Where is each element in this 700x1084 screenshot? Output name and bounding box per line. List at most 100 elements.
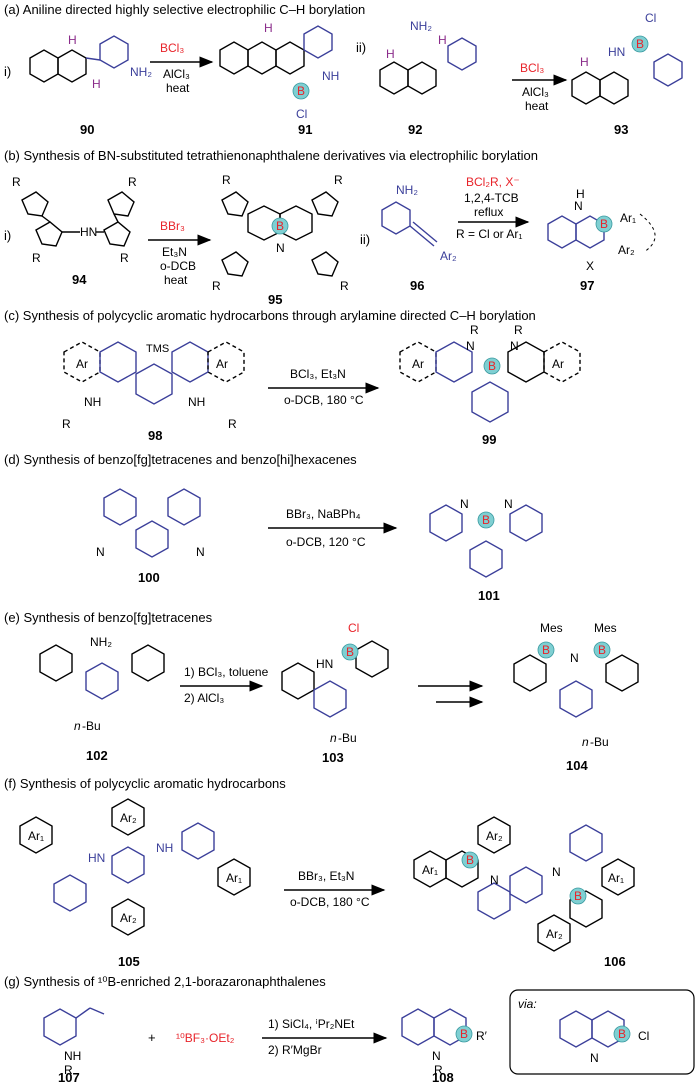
svg-text:B: B (466, 853, 474, 867)
svg-text:R: R (514, 323, 523, 337)
compound-107-label: 107 (58, 1070, 80, 1084)
section-c: (c) Synthesis of polycyclic aromatic hyd… (4, 308, 581, 447)
svg-text:Ar: Ar (216, 357, 228, 371)
section-b: (b) Synthesis of BN-substituted tetrathi… (4, 148, 656, 307)
svg-text:H: H (580, 55, 589, 69)
svg-text:NH: NH (188, 395, 205, 409)
svg-text:N: N (570, 651, 579, 665)
svg-text:B: B (542, 643, 550, 657)
compound-106-structure (413, 816, 635, 952)
compound-108-structure (401, 1008, 467, 1046)
svg-text:R: R (434, 1063, 443, 1077)
svg-text:N: N (504, 497, 513, 511)
compound-95-label: 95 (268, 292, 282, 307)
compound-100-structure (103, 488, 201, 558)
b2-cond2: reflux (474, 205, 503, 219)
b1-cond2: o-DCB (160, 259, 196, 273)
section-d: (d) Synthesis of benzo[fg]tetracenes and… (4, 452, 543, 603)
svg-text:Ar₂: Ar₂ (120, 811, 137, 825)
compound-103-structure (281, 640, 389, 718)
svg-text:HN: HN (80, 225, 97, 239)
compound-105-label: 105 (118, 954, 140, 969)
svg-text:B: B (482, 513, 490, 527)
c-reagent: BCl₃, Et₃N (290, 367, 346, 381)
svg-text:N: N (552, 865, 561, 879)
svg-text:R: R (62, 417, 71, 431)
g-plus: + (148, 1030, 156, 1045)
svg-text:NH: NH (64, 1049, 81, 1063)
g-step2: 2) R′MgBr (268, 1043, 322, 1057)
boron-highlight-106b (569, 887, 587, 905)
section-a-title: (a) Aniline directed highly selective el… (4, 2, 365, 17)
compound-96-structure (381, 201, 438, 247)
section-b-title: (b) Synthesis of BN-substituted tetrathi… (4, 148, 538, 163)
svg-text:N: N (574, 199, 583, 213)
svg-text:n: n (74, 719, 81, 733)
svg-text:n: n (330, 731, 337, 745)
svg-text:R: R (64, 1063, 73, 1077)
b-ii-label: ii) (360, 232, 370, 247)
compound-101-label: 101 (478, 588, 500, 603)
b1-cond3: heat (164, 273, 188, 287)
compound-99-label: 99 (482, 432, 496, 447)
a-i-label: i) (4, 64, 11, 79)
svg-text:N: N (460, 497, 469, 511)
compound-92-label: 92 (408, 122, 422, 137)
compound-93-structure (571, 71, 629, 105)
via-intermediate-structure (559, 1010, 625, 1048)
svg-text:B: B (574, 889, 582, 903)
svg-text:H: H (386, 47, 395, 61)
svg-text:Ar₂: Ar₂ (486, 829, 503, 843)
svg-text:Ar: Ar (552, 357, 564, 371)
svg-text:Ar₂: Ar₂ (120, 911, 137, 925)
compound-90-label: 90 (80, 122, 94, 137)
svg-text:NH: NH (322, 69, 339, 83)
compound-100-label: 100 (138, 570, 160, 585)
compound-103-label: 103 (322, 750, 344, 765)
svg-text:n: n (582, 735, 589, 749)
compound-93-ring (653, 53, 683, 87)
section-e-title: (e) Synthesis of benzo[fg]tetracenes (4, 610, 213, 625)
compound-94-structure (21, 191, 135, 247)
section-g-title: (g) Synthesis of ¹⁰B-enriched 2,1-boraza… (4, 974, 326, 989)
compound-90-aniline-ring (85, 35, 129, 69)
compound-101-structure (429, 504, 543, 578)
g-boron-reagent: ¹⁰BF₃·OEt₂ (176, 1031, 235, 1045)
svg-text:N: N (196, 545, 205, 559)
b1-reagent: BBr₃ (160, 219, 185, 233)
svg-text:B: B (600, 217, 608, 231)
a2-cond2: heat (525, 99, 549, 113)
boron-highlight-104a (537, 641, 555, 659)
svg-text:Ar: Ar (412, 357, 424, 371)
svg-text:R: R (212, 279, 221, 293)
svg-text:NH: NH (84, 395, 101, 409)
svg-text:N: N (510, 339, 519, 353)
svg-text:Mes: Mes (594, 621, 617, 635)
svg-text:R: R (32, 251, 41, 265)
svg-text:B: B (297, 84, 305, 98)
via-label: via: (518, 997, 537, 1011)
svg-text:Ar₂: Ar₂ (618, 243, 635, 257)
svg-text:Cl: Cl (348, 621, 359, 635)
svg-text:Ar₂: Ar₂ (546, 927, 563, 941)
compound-97-label: 97 (580, 278, 594, 293)
svg-text:Ar: Ar (76, 357, 88, 371)
svg-text:H: H (264, 21, 273, 35)
boron-highlight-91 (292, 82, 310, 100)
section-a: (a) Aniline directed highly selective el… (4, 2, 683, 137)
d-reagent: BBr₃, NaBPh₄ (286, 507, 361, 521)
svg-text:-Bu: -Bu (590, 735, 609, 749)
svg-text:R′: R′ (476, 1029, 488, 1043)
svg-text:H: H (576, 187, 585, 201)
boron-highlight-104b (593, 641, 611, 659)
c-cond: o-DCB, 180 °C (284, 393, 364, 407)
svg-text:N: N (432, 1049, 441, 1063)
compound-102-label: 102 (86, 748, 108, 763)
svg-text:Ar₂: Ar₂ (440, 249, 457, 263)
compound-104-label: 104 (566, 758, 588, 773)
svg-text:R: R (120, 251, 129, 265)
a2-cond1: AlCl₃ (522, 85, 549, 99)
svg-text:B: B (346, 645, 354, 659)
svg-text:Ar₁: Ar₁ (422, 863, 438, 877)
